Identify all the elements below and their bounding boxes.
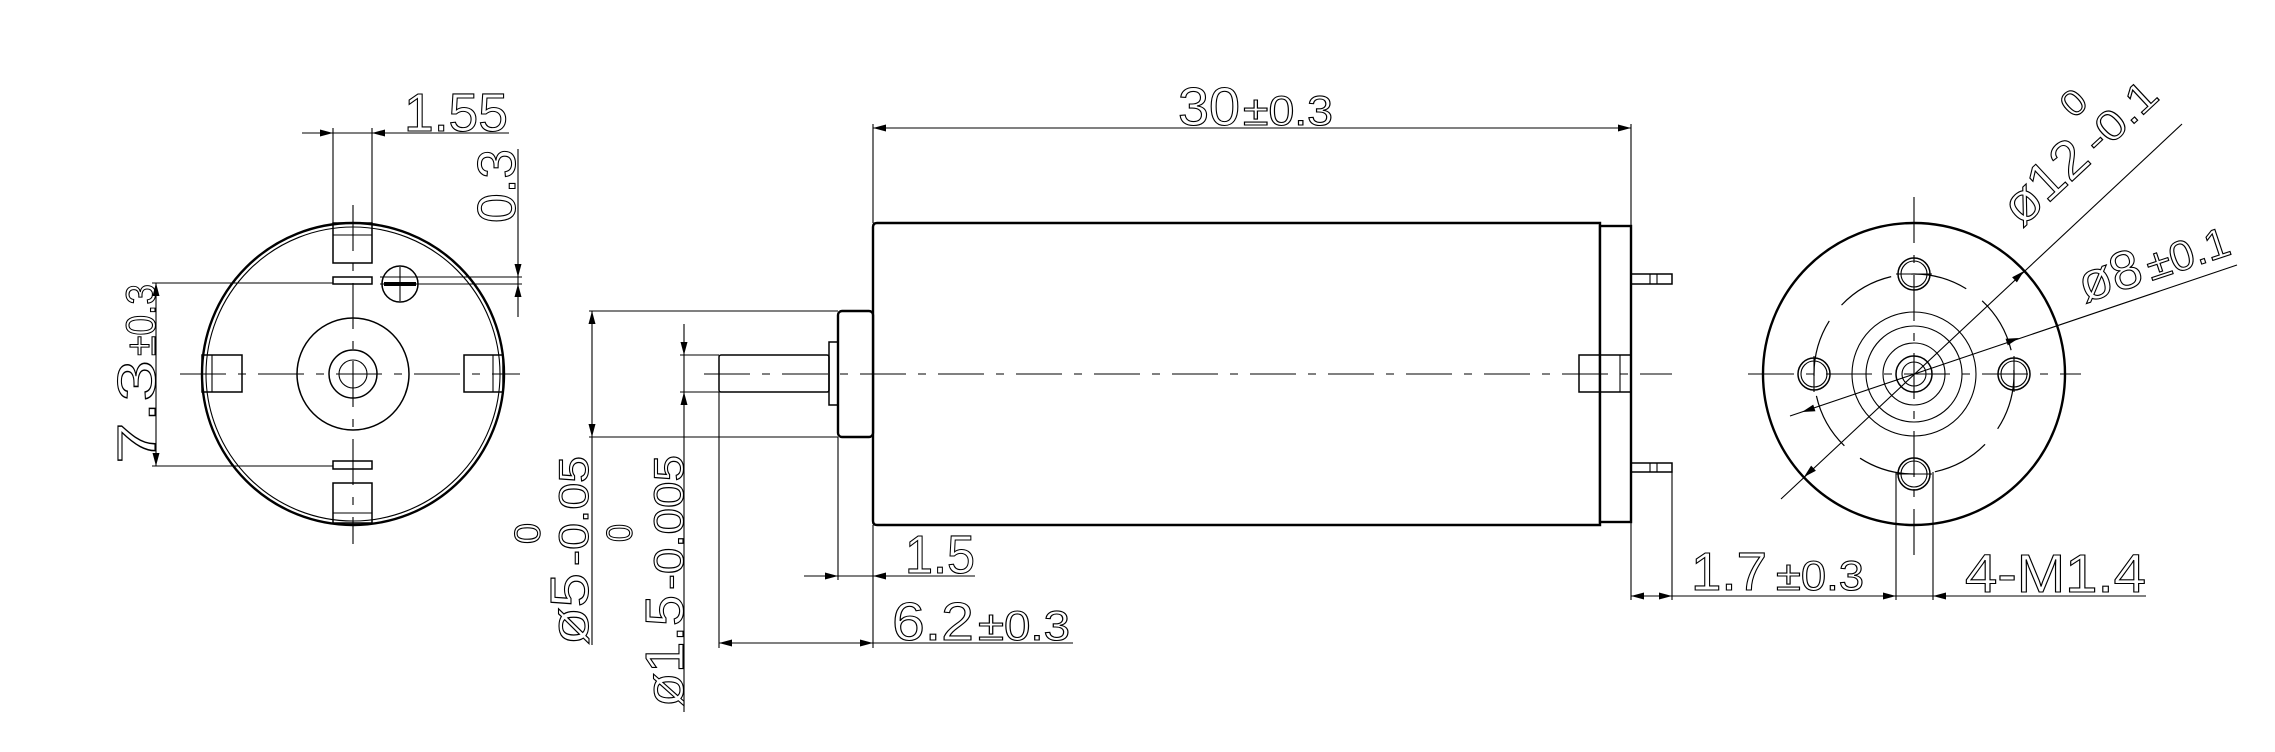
dimension-text: 30 — [1178, 77, 1240, 137]
dimension-tolerance: ±0.3 — [978, 602, 1070, 649]
arrowhead — [1618, 124, 1631, 132]
dimension-upper-tolerance: 0 — [599, 524, 640, 542]
dimension-tolerance: ±0.1 — [2139, 218, 2235, 290]
arrowhead — [1802, 404, 1816, 412]
arrowhead — [588, 311, 596, 324]
arrowhead — [680, 342, 688, 355]
dimension-text: ø12 — [1989, 127, 2101, 237]
dimension-lower-tolerance: -0.005 — [645, 455, 692, 590]
dimension-text: 6.2 — [892, 592, 974, 652]
arrowhead — [860, 639, 873, 647]
dimension-body-length: 30 ±0.3 — [872, 76, 1632, 226]
dimension-text: 7.3 — [107, 360, 167, 464]
arrowhead — [372, 129, 385, 137]
arrowhead — [873, 572, 886, 580]
dimension-boss-length: 1.5 — [804, 437, 976, 648]
dimension-boss-diameter: ø5 0 -0.05 — [506, 310, 838, 646]
arrowhead — [152, 283, 160, 296]
arrowhead — [825, 572, 838, 580]
arrowhead — [2012, 271, 2024, 283]
dimension-thread: 4-M1.4 — [1878, 472, 2147, 605]
dimension-lower-tolerance: -0.1 — [2073, 71, 2167, 163]
arrowhead — [1659, 592, 1672, 600]
dimension-tolerance: ±0.3 — [1776, 552, 1864, 599]
arrowhead — [514, 284, 522, 297]
arrowhead — [1933, 592, 1946, 600]
dimension-tolerance: ±0.3 — [117, 284, 164, 356]
dimension-tolerance: ±0.3 — [1243, 87, 1333, 134]
front-view — [1748, 197, 2081, 556]
dimension-lower-tolerance: -0.05 — [550, 456, 597, 566]
dimension-text: 1.5 — [905, 525, 975, 585]
dimension-text: 0.3 — [467, 149, 527, 223]
dimension-slot-gap: 0.3 — [380, 148, 528, 317]
dimension-text: 1.7 — [1691, 542, 1767, 602]
dimension-upper-tolerance: 0 — [507, 523, 548, 544]
terminal-top — [1630, 273, 1673, 285]
arrowhead — [873, 124, 886, 132]
arrowhead — [152, 453, 160, 466]
dimension-terminal-length: 1.7 ±0.3 — [1630, 472, 1880, 603]
dimension-text: ø1.5 — [635, 595, 695, 707]
arrowhead — [719, 639, 732, 647]
dimension-tab-width: 1.55 — [302, 82, 509, 223]
dimension-text: 4-M1.4 — [1965, 544, 2146, 604]
dimension-arrowheads — [152, 124, 2024, 647]
arrowhead — [514, 264, 522, 277]
arrowhead — [1631, 592, 1644, 600]
arrowhead — [320, 129, 333, 137]
dimension-text: ø8 — [2070, 237, 2150, 314]
terminal-bottom — [1630, 462, 1673, 473]
rear-view — [180, 205, 520, 544]
arrowhead — [2005, 338, 2019, 346]
arrowhead — [588, 424, 596, 437]
arrowhead — [1804, 465, 1816, 477]
arrowhead — [680, 392, 688, 405]
arrowhead — [1883, 592, 1896, 600]
front-flange — [828, 341, 839, 406]
dimension-text: 1.55 — [404, 83, 508, 143]
dimension-text: ø5 — [540, 573, 600, 645]
dimension-shaft-diameter: ø1.5 0 -0.005 — [598, 324, 719, 712]
dimension-slot-span: 7.3 ±0.3 — [106, 282, 333, 467]
dimension-shaft-length: 6.2 ±0.3 — [718, 392, 1073, 653]
side-view — [704, 221, 1673, 527]
